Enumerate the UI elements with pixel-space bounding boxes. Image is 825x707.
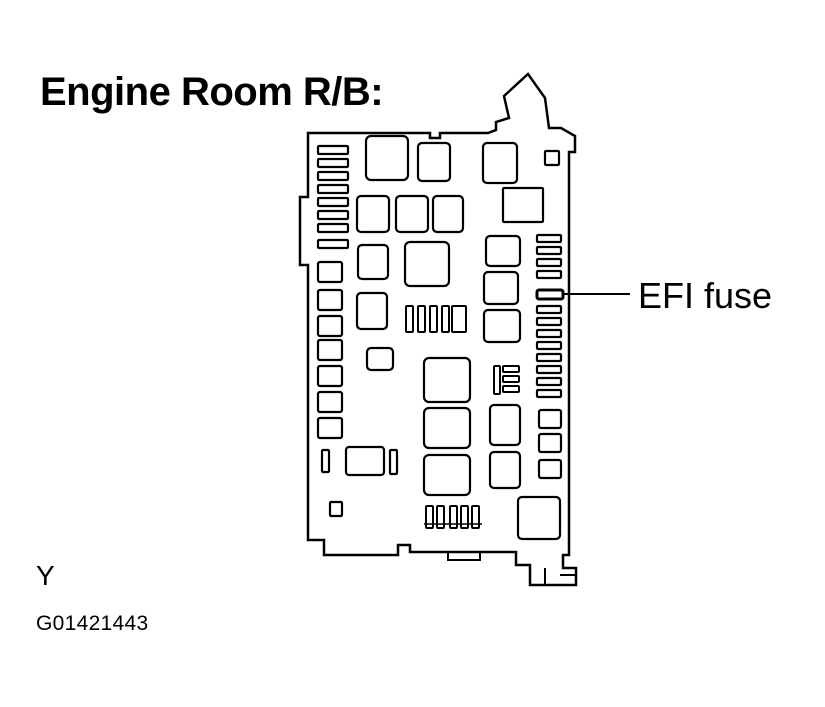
fuse-cell	[316, 390, 344, 414]
fuse-slot	[535, 304, 563, 315]
mini-fuse	[460, 505, 469, 529]
top-relays	[364, 134, 561, 224]
mini-fuse	[441, 305, 450, 333]
fuse-slot	[316, 144, 350, 156]
fuse-cell	[537, 432, 563, 454]
fuse-slot-vertical	[320, 448, 331, 474]
relay	[488, 403, 522, 447]
fuse-slot	[535, 352, 563, 363]
fuse-slot	[316, 183, 350, 195]
connector-tab	[544, 568, 576, 585]
relay	[482, 308, 522, 344]
center-relays	[344, 356, 472, 497]
fuse-slot	[535, 364, 563, 375]
fuse-slot	[535, 340, 563, 351]
relay-block-housing	[298, 72, 578, 587]
fuse-cell	[316, 260, 344, 284]
fuse-slot	[316, 209, 350, 221]
relay-wide	[344, 445, 386, 477]
bottom-fuse-group	[424, 505, 482, 529]
mini-fuse	[417, 305, 426, 333]
fuse-cell	[316, 364, 344, 388]
fuse-slot	[535, 269, 563, 280]
mini-fuse-group	[405, 305, 467, 333]
mini-fuse	[502, 365, 520, 373]
mini-fuse	[471, 505, 480, 529]
mini-fuse	[451, 305, 467, 333]
relay	[431, 194, 465, 234]
relay	[482, 270, 520, 306]
figure-id: G01421443	[36, 612, 149, 635]
stacked-small-fuses	[493, 365, 520, 395]
mini-fuse	[502, 375, 520, 383]
fuse-cell	[316, 416, 344, 440]
housing-detail	[447, 552, 481, 561]
fuse-cell	[537, 458, 563, 480]
fuse-slot	[316, 157, 350, 169]
efi-fuse	[535, 288, 565, 301]
mini-fuse	[405, 305, 414, 333]
fuse-cell	[537, 408, 563, 430]
fuse-slot	[316, 238, 350, 250]
fuse-cell	[316, 314, 344, 338]
fuse-slot	[316, 170, 350, 182]
mini-fuse	[425, 505, 434, 529]
relay	[403, 240, 451, 288]
mini-fuse	[502, 385, 520, 393]
fuse-slot	[535, 316, 563, 327]
relay	[356, 243, 390, 281]
relay	[422, 453, 472, 497]
fuse-slot	[535, 245, 563, 256]
fuse-slot	[316, 196, 350, 208]
fuse-cell	[316, 288, 344, 312]
diagram-title: Engine Room R/B:	[40, 70, 384, 114]
fuse-slot	[535, 257, 563, 268]
relay	[394, 194, 430, 234]
fuse-slot	[316, 222, 350, 234]
relay	[364, 134, 410, 182]
relay	[422, 406, 472, 450]
mini-fuse	[493, 365, 501, 395]
relay-small	[365, 346, 395, 372]
relay	[355, 194, 391, 234]
right-middle-relays	[482, 234, 562, 541]
mini-fuse	[449, 505, 458, 529]
relay-small	[543, 149, 561, 167]
fuse-cell	[316, 338, 344, 362]
mini-fuse	[436, 505, 445, 529]
left-fuse-column	[316, 144, 350, 518]
fuse-slot	[535, 328, 563, 339]
view-letter: Y	[36, 560, 55, 591]
relay	[422, 356, 472, 404]
mini-fuse	[429, 305, 438, 333]
fuse-cell	[328, 500, 344, 518]
fuse-slot	[535, 388, 563, 399]
fuse-slot	[535, 376, 563, 387]
efi-fuse-label: EFI fuse	[638, 275, 773, 316]
relay	[484, 234, 522, 268]
relay	[516, 495, 562, 541]
relay	[488, 450, 522, 490]
relay	[501, 186, 545, 224]
fuse-slot	[535, 233, 563, 244]
fuse-slot-vertical	[388, 448, 399, 476]
relay	[416, 141, 452, 183]
relay	[355, 291, 389, 331]
middle-relays	[355, 194, 465, 372]
relay	[481, 141, 519, 185]
right-fuse-column	[535, 233, 565, 480]
